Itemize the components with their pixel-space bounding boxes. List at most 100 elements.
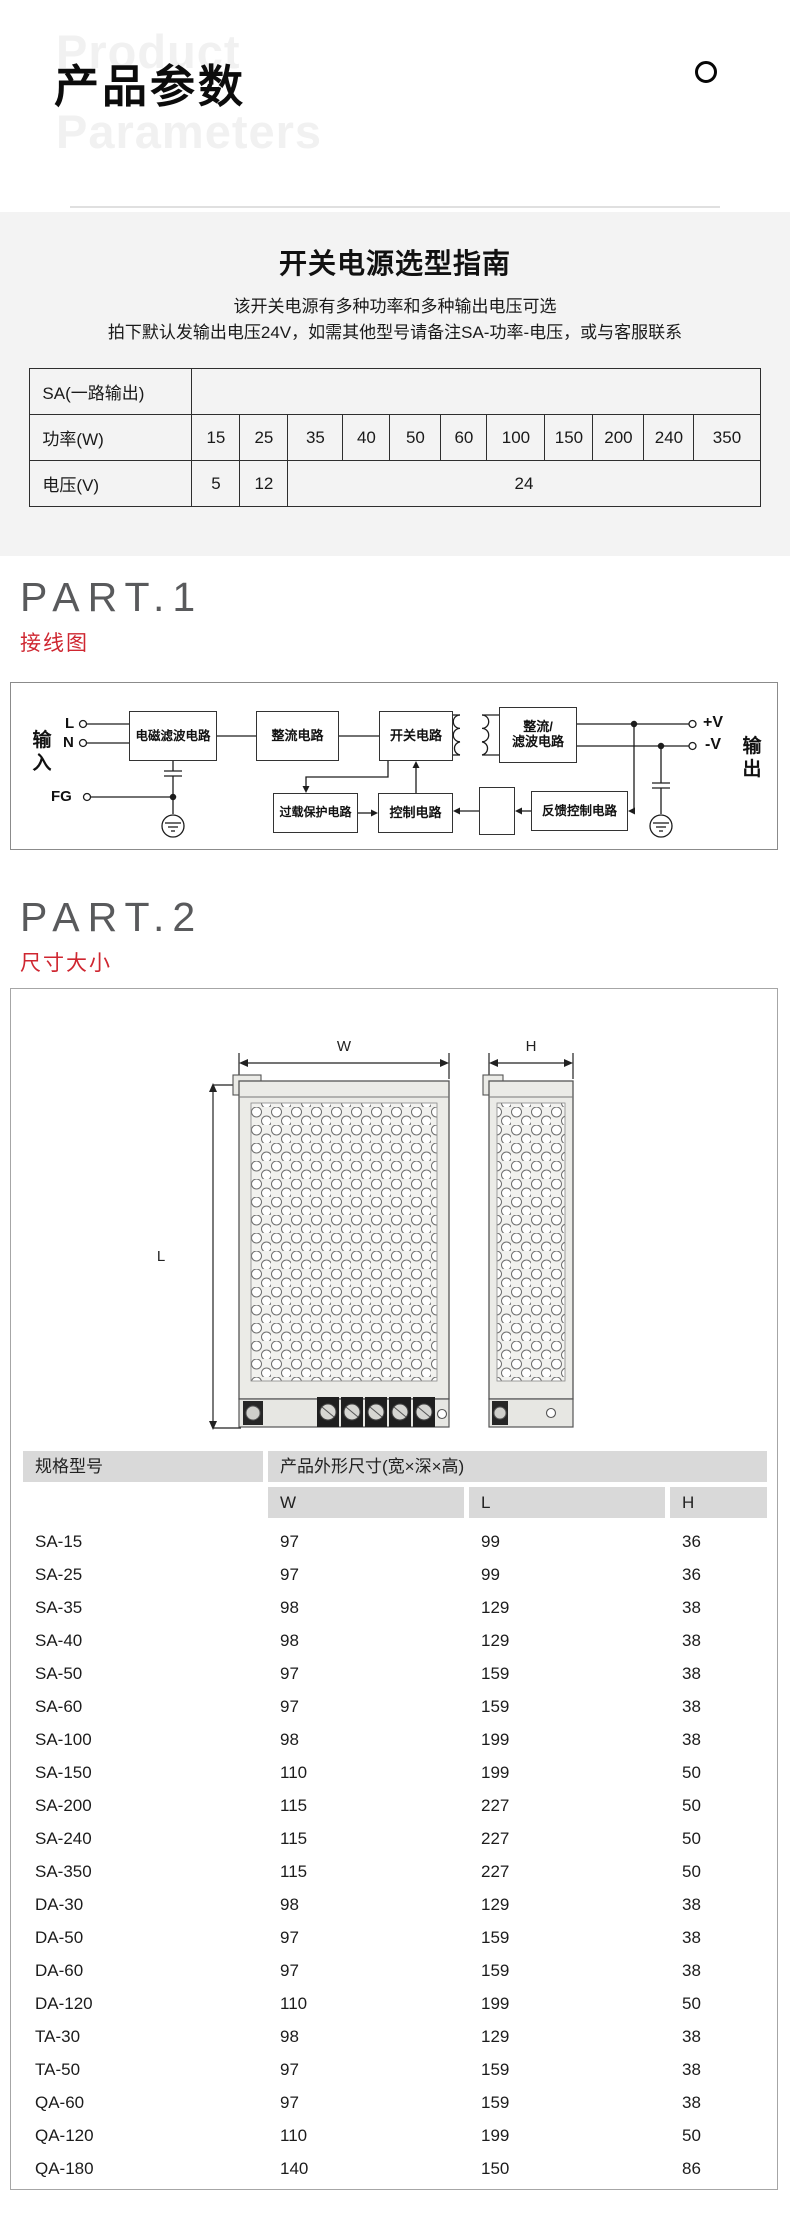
table-row: TA-50 97 159 38 — [23, 2053, 767, 2086]
transformer-icon — [452, 714, 499, 756]
table-row: SA-60 97 159 38 — [23, 1690, 767, 1723]
power-voltage-table: SA(一路输出) 功率(W) 15 25 35 40 50 60 100 150… — [29, 368, 761, 507]
series-row: SA(一路输出) — [29, 368, 761, 415]
table-row: DA-30 98 129 38 — [23, 1888, 767, 1921]
arrowhead — [440, 1059, 449, 1067]
table-row: SA-240 115 227 50 — [23, 1822, 767, 1855]
height-cell: 86 — [682, 2158, 701, 2178]
height-cell: 38 — [682, 1696, 701, 1716]
watermark-text-bottom: Parameters — [56, 105, 323, 158]
height-cell: 50 — [682, 1993, 701, 2013]
input-label: 输入 — [32, 730, 52, 774]
model-cell: SA-350 — [35, 1861, 92, 1881]
output-label: 输出 — [742, 736, 762, 780]
output-pos-label: +V — [703, 714, 724, 731]
height-cell: 38 — [682, 1663, 701, 1683]
dim-h-label: H — [526, 1038, 537, 1055]
part1-header: PART.1 接线图 — [20, 575, 203, 657]
block-optocoupler — [479, 787, 515, 835]
width-cell: 98 — [280, 1630, 299, 1650]
width-cell: 97 — [280, 2092, 299, 2112]
model-cell: DA-60 — [35, 1960, 84, 1980]
height-cell: 38 — [682, 2092, 701, 2112]
height-cell: 38 — [682, 1894, 701, 1914]
table-row: SA-350 115 227 50 — [23, 1855, 767, 1888]
table-row: QA-60 97 159 38 — [23, 2086, 767, 2119]
voltage-row: 电压(V) 5 12 24 — [29, 460, 761, 507]
enclosure-front-view — [232, 1074, 450, 1428]
model-cell: DA-30 — [35, 1894, 84, 1914]
block-switch: 开关电路 — [379, 711, 453, 761]
length-cell: 159 — [481, 1927, 510, 1947]
block-output-filter-line2: 滤波电路 — [511, 734, 564, 749]
length-cell: 199 — [481, 1993, 510, 2013]
arrowhead — [209, 1083, 217, 1092]
table-row: SA-25 97 99 36 — [23, 1558, 767, 1591]
arrowhead — [453, 807, 460, 815]
terminal-strip — [317, 1397, 435, 1427]
length-cell: 227 — [481, 1861, 510, 1881]
voltage-label-cell: 电压(V) — [29, 460, 193, 507]
guide-desc-line2: 拍下默认发输出电压24V，如需其他型号请备注SA-功率-电压，或与客服联系 — [107, 323, 683, 342]
block-rectifier: 整流电路 — [256, 711, 339, 761]
width-cell: 97 — [280, 1696, 299, 1716]
capacitor-icon — [164, 761, 182, 814]
table-row: TA-30 98 129 38 — [23, 2020, 767, 2053]
table-row: SA-40 98 129 38 — [23, 1624, 767, 1657]
length-cell: 159 — [481, 1960, 510, 1980]
ring-icon — [695, 61, 717, 83]
block-emi-filter: 电磁滤波电路 — [129, 711, 217, 761]
ground-icon — [161, 814, 185, 838]
width-cell: 110 — [280, 1762, 308, 1782]
model-column-header: 规格型号 — [23, 1451, 263, 1482]
arrowhead — [515, 807, 522, 815]
length-cell: 159 — [481, 2059, 510, 2079]
wiring-diagram: 输入 L N FG 电磁滤波电路 整流电路 开关电路 整流/ 滤波电路 过载保护… — [10, 682, 778, 850]
height-cell: 38 — [682, 1960, 701, 1980]
arrowhead — [628, 807, 635, 815]
power-value-cell: 25 — [239, 414, 289, 461]
power-value-cell: 100 — [486, 414, 546, 461]
dim-w-arrow — [238, 1053, 450, 1079]
length-cell: 199 — [481, 1729, 510, 1749]
block-overload-protect: 过载保护电路 — [273, 793, 358, 833]
model-cell: QA-180 — [35, 2158, 94, 2178]
length-cell: 227 — [481, 1828, 510, 1848]
length-cell: 129 — [481, 1894, 510, 1914]
page-title: 产品参数 — [54, 61, 247, 112]
model-cell: SA-240 — [35, 1828, 92, 1848]
block-control: 控制电路 — [378, 793, 453, 833]
length-cell: 150 — [481, 2158, 510, 2178]
width-cell: 97 — [280, 1564, 299, 1584]
width-cell: 98 — [280, 1894, 299, 1914]
terminal-l-label: L — [65, 715, 75, 732]
voltage-value-cell: 12 — [239, 460, 289, 507]
length-cell: 99 — [481, 1531, 500, 1551]
width-cell: 115 — [280, 1861, 308, 1881]
model-cell: SA-40 — [35, 1630, 83, 1650]
model-cell: SA-35 — [35, 1597, 83, 1617]
series-label-cell: SA(一路输出) — [29, 368, 193, 415]
guide-desc-line1: 该开关电源有多种功率和多种输出电压可选 — [233, 297, 557, 316]
block-feedback-control: 反馈控制电路 — [531, 791, 628, 831]
header-spacer — [23, 1487, 263, 1518]
arrowhead — [239, 1059, 248, 1067]
power-value-cell: 150 — [544, 414, 594, 461]
width-cell: 97 — [280, 1960, 299, 1980]
power-value-cell: 350 — [693, 414, 761, 461]
power-value-cell: 200 — [592, 414, 645, 461]
arrowhead — [302, 786, 310, 793]
power-value-cell: 15 — [191, 414, 241, 461]
guide-heading: 开关电源选型指南 — [278, 248, 511, 279]
voltage-value-cell: 24 — [287, 460, 761, 507]
model-cell: TA-50 — [35, 2059, 81, 2079]
width-cell: 98 — [280, 2026, 299, 2046]
model-cell: SA-25 — [35, 1564, 83, 1584]
terminal-circle-neg — [688, 741, 697, 751]
width-cell: 98 — [280, 1597, 299, 1617]
terminal-n-label: N — [63, 734, 74, 751]
terminal-circle-fg — [82, 792, 92, 802]
model-cell: SA-15 — [35, 1531, 83, 1551]
arrowhead — [371, 809, 378, 817]
selection-guide-section: 开关电源选型指南 该开关电源有多种功率和多种输出电压可选 拍下默认发输出电压24… — [0, 212, 790, 556]
